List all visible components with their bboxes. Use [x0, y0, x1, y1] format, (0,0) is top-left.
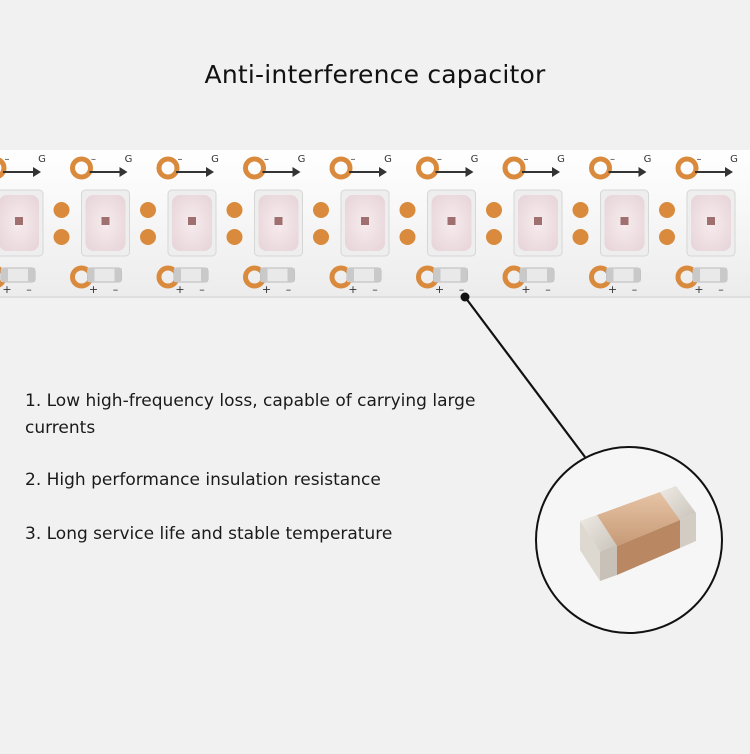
- top-ring-pad: [502, 156, 526, 180]
- pad-label-plus: +: [608, 283, 617, 296]
- led-chip: [361, 217, 369, 225]
- pad-label-ground: G: [38, 154, 46, 165]
- feature-item-3: 3. Long service life and stable temperat…: [25, 524, 393, 544]
- led-chip: [447, 217, 456, 225]
- pad-label-minus-bottom: –: [286, 283, 292, 296]
- pad-label-minus-bottom: –: [718, 283, 724, 296]
- feature-item-2: 2. High performance insulation resistanc…: [25, 470, 381, 490]
- arrow-head: [725, 167, 733, 177]
- top-ring-pad: [0, 157, 7, 179]
- led-chip: [188, 217, 196, 225]
- pad-label-minus: –: [524, 154, 529, 165]
- pad-label-ground: G: [471, 154, 479, 165]
- pad-label-minus: –: [264, 154, 269, 165]
- copper-pad: [226, 202, 243, 218]
- copper-pad: [572, 229, 589, 245]
- copper-pad: [486, 229, 502, 245]
- pad-label-plus: +: [435, 283, 444, 296]
- arrow-head: [638, 167, 647, 177]
- copper-pad: [53, 229, 70, 245]
- feature-list: 1. Low high-frequency loss, capable of c…: [25, 388, 505, 575]
- zoom-circle: [535, 446, 723, 634]
- pad-label-minus: –: [91, 154, 96, 165]
- pad-label-minus-bottom: –: [459, 283, 465, 296]
- top-ring-pad: [675, 156, 699, 180]
- pad-label-ground: G: [384, 154, 392, 165]
- pad-label-plus: +: [694, 283, 703, 296]
- top-ring-pad: [243, 156, 266, 180]
- pad-label-minus: –: [610, 154, 615, 165]
- led-chip: [620, 217, 629, 225]
- copper-pad: [313, 229, 329, 245]
- led-strip-photo: – G + – – G + – – G + – – G + – – G + – – G + – – G + – – G + – – G + –: [0, 150, 750, 300]
- copper-pad: [140, 202, 156, 218]
- pad-label-minus: –: [437, 154, 442, 165]
- top-ring-pad: [589, 156, 612, 180]
- pad-label-plus: +: [2, 283, 11, 296]
- pad-label-minus: –: [5, 154, 10, 165]
- arrow-head: [465, 167, 474, 177]
- copper-pad: [659, 202, 675, 218]
- copper-pad: [313, 202, 329, 218]
- pad-label-ground: G: [730, 154, 738, 165]
- pad-label-minus: –: [178, 154, 183, 165]
- pad-label-minus-bottom: –: [26, 283, 32, 296]
- pad-label-plus: +: [521, 283, 530, 296]
- copper-pad: [140, 229, 156, 245]
- top-ring-pad: [329, 156, 353, 180]
- arrow-head: [119, 167, 128, 177]
- copper-pad: [399, 202, 416, 218]
- pad-label-plus: +: [348, 283, 357, 296]
- led-chip: [15, 217, 23, 225]
- pad-label-minus-bottom: –: [113, 283, 119, 296]
- copper-pad: [486, 202, 502, 218]
- pad-label-minus: –: [351, 154, 356, 165]
- led-strip-illustration: – G + – – G + – – G + – – G + – – G + – – G + – – G + – – G + – – G + –: [0, 150, 750, 298]
- pad-label-plus: +: [175, 283, 184, 296]
- pad-label-ground: G: [557, 154, 565, 165]
- top-ring-pad: [156, 156, 180, 180]
- arrow-head: [379, 167, 387, 177]
- led-chip: [101, 217, 110, 225]
- arrow-head: [292, 167, 301, 177]
- top-ring-pad: [70, 156, 93, 180]
- arrow-head: [33, 167, 41, 177]
- copper-pad: [226, 229, 243, 245]
- pad-label-ground: G: [211, 154, 219, 165]
- pad-label-plus: +: [262, 283, 271, 296]
- copper-pad: [659, 229, 675, 245]
- arrow-head: [206, 167, 214, 177]
- pad-label-ground: G: [644, 154, 652, 165]
- pad-label-minus: –: [697, 154, 702, 165]
- pad-label-minus-bottom: –: [372, 283, 378, 296]
- pad-label-minus-bottom: –: [199, 283, 205, 296]
- pad-label-plus: +: [89, 283, 98, 296]
- top-ring-pad: [416, 156, 439, 180]
- arrow-head: [552, 167, 560, 177]
- led-chip: [707, 217, 715, 225]
- led-chip: [534, 217, 542, 225]
- capacitor-component: [580, 486, 696, 581]
- copper-pad: [399, 229, 416, 245]
- copper-pad: [572, 202, 589, 218]
- pad-label-ground: G: [298, 154, 306, 165]
- page-title: Anti-interference capacitor: [204, 60, 546, 89]
- led-chip: [274, 217, 283, 225]
- pad-label-minus-bottom: –: [632, 283, 638, 296]
- copper-pad: [53, 202, 70, 218]
- pad-label-ground: G: [125, 154, 133, 165]
- pad-label-minus-bottom: –: [545, 283, 551, 296]
- feature-item-1: 1. Low high-frequency loss, capable of c…: [25, 391, 476, 438]
